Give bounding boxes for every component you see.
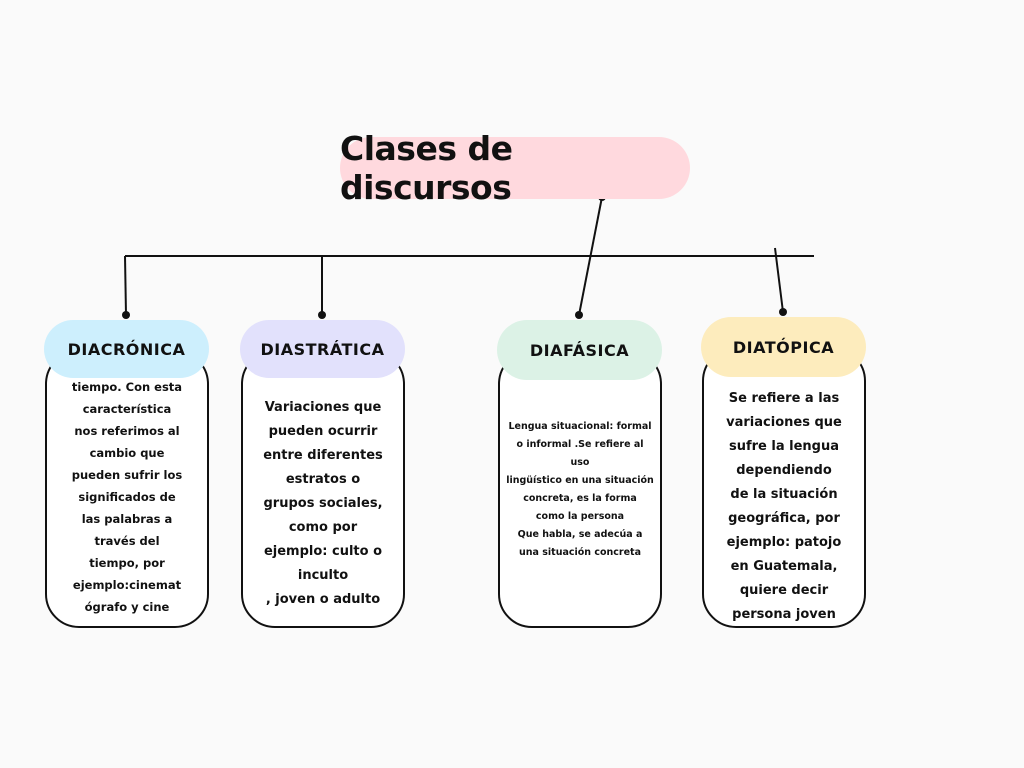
diatopica-topic[interactable]: DIATÓPICA: [701, 317, 866, 377]
diafasica-connector-dot: [575, 311, 583, 319]
diacronica-topic[interactable]: DIACRÓNICA: [44, 320, 209, 378]
diacronica-label: DIACRÓNICA: [67, 339, 186, 359]
diatopica-label: DIATÓPICA: [732, 337, 835, 357]
diafasica-card[interactable]: Lengua situacional: formal o informal .S…: [498, 350, 662, 628]
diacronica-card[interactable]: tiempo. Con esta característica nos refe…: [45, 350, 209, 628]
central-topic[interactable]: Clases de discursos: [340, 129, 690, 207]
diafasica-label: DIAFÁSICA: [529, 340, 630, 360]
diacronica-description: tiempo. Con esta característica nos refe…: [71, 380, 183, 614]
diastratica-description: Variaciones que pueden ocurrir entre dif…: [263, 400, 383, 607]
branch-to-diatopica-line: [774, 247, 784, 313]
diacronica-connector-dot: [122, 311, 130, 319]
diastratica-label: DIASTRÁTICA: [260, 339, 385, 359]
diastratica-connector-dot: [318, 311, 326, 319]
diastratica-card[interactable]: Variaciones que pueden ocurrir entre dif…: [241, 350, 405, 628]
title-to-diafasica-line: [578, 196, 603, 316]
diatopica-description: Se refiere a las variaciones que sufre l…: [726, 391, 842, 622]
diatopica-connector-dot: [779, 308, 787, 316]
diafasica-topic[interactable]: DIAFÁSICA: [497, 320, 662, 380]
diastratica-topic[interactable]: DIASTRÁTICA: [240, 320, 405, 378]
central-topic-label: Clases de discursos: [340, 129, 513, 207]
diatopica-card[interactable]: Se refiere a las variaciones que sufre l…: [702, 347, 866, 628]
diafasica-description: Lengua situacional: formal o informal .S…: [506, 421, 654, 558]
branch-to-diacronica-line: [124, 255, 127, 316]
